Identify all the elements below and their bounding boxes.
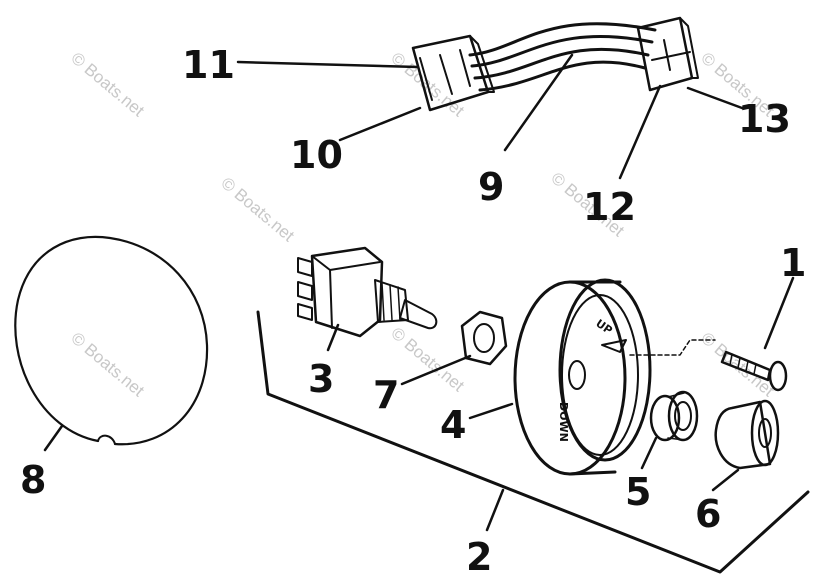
lamp-cap-part xyxy=(714,399,780,470)
callout-9: 9 xyxy=(478,165,504,209)
leader-lines xyxy=(43,53,795,532)
gasket-ring-part xyxy=(14,235,209,446)
leader-line-1 xyxy=(763,276,795,350)
watermark: © Boats.net xyxy=(67,329,148,401)
wiring-harness-part xyxy=(411,16,699,112)
callout-7: 7 xyxy=(373,373,399,417)
panel-bracket-part xyxy=(256,310,810,574)
leader-line-10 xyxy=(338,106,422,142)
leader-line-8 xyxy=(43,424,64,452)
leader-line-13 xyxy=(686,86,744,110)
watermark-layer: © Boats.net © Boats.net © Boats.net © Bo… xyxy=(67,49,778,401)
bulb-socket-part xyxy=(649,390,699,442)
callout-10: 10 xyxy=(290,133,343,177)
callout-11: 11 xyxy=(182,43,235,87)
leader-line-7 xyxy=(400,354,472,386)
callout-2: 2 xyxy=(466,535,492,579)
leader-line-5 xyxy=(640,436,658,470)
gauge-down-label: DOWN xyxy=(557,402,570,442)
leader-line-12 xyxy=(618,84,662,180)
callout-12: 12 xyxy=(583,185,636,229)
watermark: © Boats.net xyxy=(387,324,468,396)
callout-1: 1 xyxy=(780,241,806,285)
gauge-up-label: UP xyxy=(593,317,614,337)
screw-part xyxy=(720,350,788,392)
leader-line-6 xyxy=(711,468,740,492)
watermark: © Boats.net xyxy=(67,49,148,121)
leader-line-11 xyxy=(236,60,420,69)
callout-3: 3 xyxy=(308,357,334,401)
callout-8: 8 xyxy=(20,458,46,502)
callout-4: 4 xyxy=(440,403,466,447)
callout-labels: 11 10 9 12 13 1 3 7 4 5 6 8 2 xyxy=(20,43,806,579)
callout-6: 6 xyxy=(695,492,721,536)
callout-13: 13 xyxy=(738,97,791,141)
callout-5: 5 xyxy=(625,470,651,514)
leader-line-2 xyxy=(485,488,505,532)
leader-line-9 xyxy=(503,53,574,152)
toggle-switch-part xyxy=(297,246,438,338)
leader-line-4 xyxy=(468,402,514,420)
watermark: © Boats.net xyxy=(217,174,298,246)
trim-gauge-part: DOWN UP xyxy=(513,278,716,476)
leader-line-3 xyxy=(326,323,340,352)
